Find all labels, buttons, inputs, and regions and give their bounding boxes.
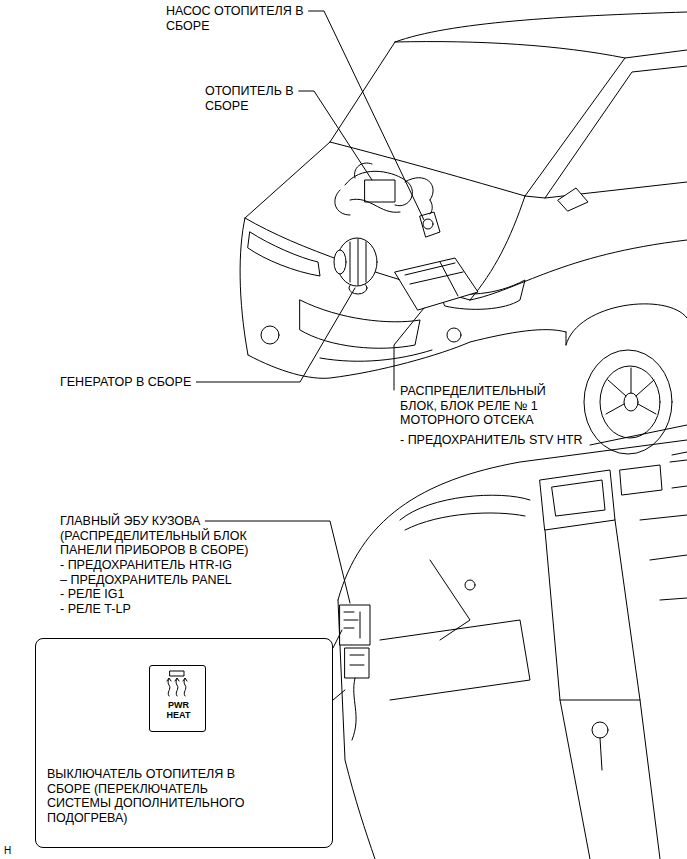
part-label: ОТОПИТЕЛЬ В СБОРЕ xyxy=(205,84,317,113)
label-anchor: РАСПРЕДЕЛИТЕЛЬНЫЙ БЛОК, БЛОК РЕЛЕ № 1 МО… xyxy=(400,384,578,428)
switch-legend: PWR HEAT xyxy=(150,700,207,720)
label-anchor: ОТОПИТЕЛЬ В СБОРЕ xyxy=(205,84,317,113)
heater-switch: PWR HEAT xyxy=(149,665,206,732)
part-label: - РЕЛЕ T-LP xyxy=(60,602,131,617)
part-label: - ПРЕДОХРАНИТЕЛЬ HTR-IG xyxy=(60,558,232,573)
label-anchor: - РЕЛЕ T-LP xyxy=(60,602,131,617)
text-anchor: ВЫКЛЮЧАТЕЛЬ ОТОПИТЕЛЯ В СБОРЕ (ПЕРЕКЛЮЧА… xyxy=(47,767,262,825)
part-label: РАСПРЕДЕЛИТЕЛЬНЫЙ БЛОК, БЛОК РЕЛЕ № 1 МО… xyxy=(400,384,578,428)
part-label: - ПРЕДОХРАНИТЕЛЬ STV HTR xyxy=(400,433,582,448)
part-label: ГЛАВНЫЙ ЭБУ КУЗОВА (РАСПРЕДЕЛИТЕЛЬНЫЙ БЛ… xyxy=(60,514,282,558)
part-label: - РЕЛЕ IG1 xyxy=(60,587,124,602)
label-anchor: H xyxy=(4,845,11,857)
junction-block xyxy=(333,605,370,740)
leader-line xyxy=(394,308,424,390)
label-anchor: – ПРЕДОХРАНИТЕЛЬ PANEL xyxy=(60,573,232,588)
leader-lines xyxy=(196,11,424,603)
car-body xyxy=(240,12,687,455)
label-anchor: - ПРЕДОХРАНИТЕЛЬ STV HTR xyxy=(400,433,582,448)
label-anchor: НАСОС ОТОПИТЕЛЯ В СБОРЕ xyxy=(166,4,326,33)
figure-code: H xyxy=(4,845,11,857)
part-label: – ПРЕДОХРАНИТЕЛЬ PANEL xyxy=(60,573,232,588)
part-label: ГЕНЕРАТОР В СБОРЕ xyxy=(60,375,191,390)
part-label: НАСОС ОТОПИТЕЛЯ В СБОРЕ xyxy=(166,4,326,33)
text-anchor: PWR HEAT xyxy=(150,700,207,720)
switch-callout-box: ВЫКЛЮЧАТЕЛЬ ОТОПИТЕЛЯ В СБОРЕ (ПЕРЕКЛЮЧА… xyxy=(35,638,333,848)
component-label: ВЫКЛЮЧАТЕЛЬ ОТОПИТЕЛЯ В СБОРЕ (ПЕРЕКЛЮЧА… xyxy=(47,767,262,825)
leader-line xyxy=(309,11,424,220)
engine-components xyxy=(334,163,478,310)
leader-line xyxy=(196,288,355,382)
dashboard xyxy=(338,425,687,859)
label-anchor: - ПРЕДОХРАНИТЕЛЬ HTR-IG xyxy=(60,558,232,573)
switch-symbol xyxy=(167,671,187,696)
label-anchor: ГЕНЕРАТОР В СБОРЕ xyxy=(60,375,191,390)
leader-line xyxy=(299,91,372,180)
label-anchor: ГЛАВНЫЙ ЭБУ КУЗОВА (РАСПРЕДЕЛИТЕЛЬНЫЙ БЛ… xyxy=(60,514,282,558)
label-anchor: - РЕЛЕ IG1 xyxy=(60,587,124,602)
